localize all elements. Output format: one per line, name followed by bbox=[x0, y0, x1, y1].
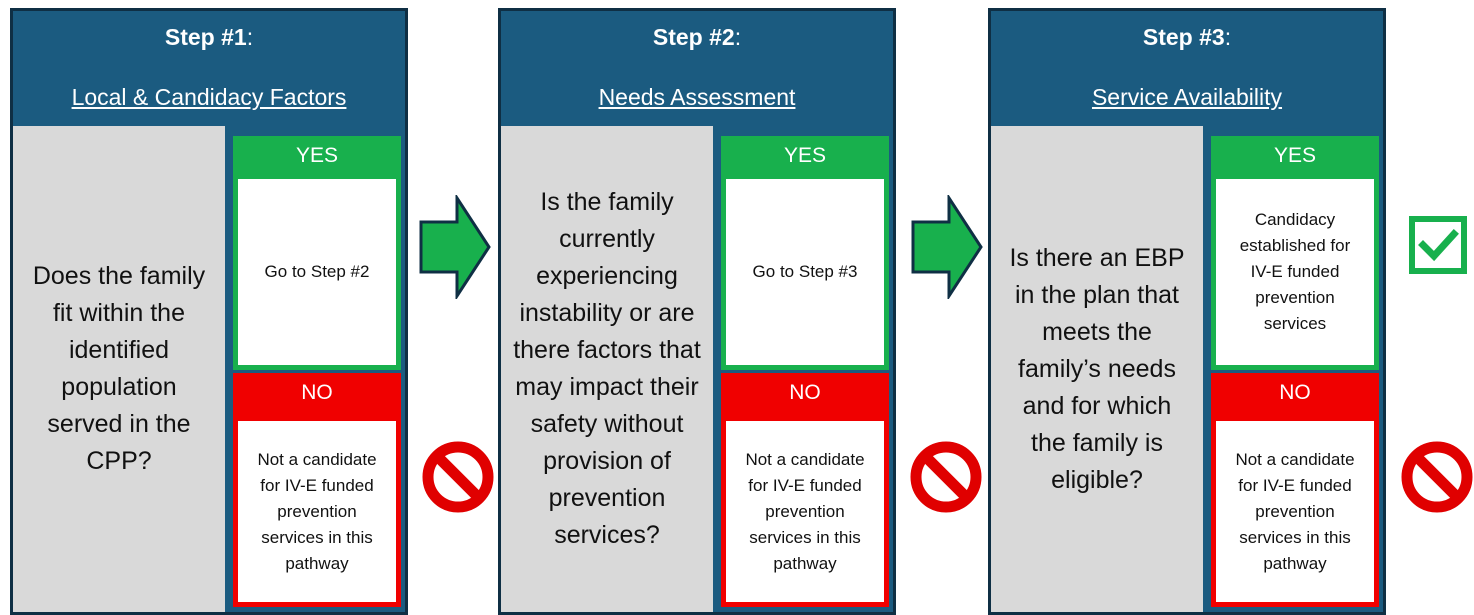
no-branch: NO Not a candidate for IV-E funded preve… bbox=[721, 373, 889, 607]
step-1-panel: Step #1: Local & Candidacy Factors Does … bbox=[10, 8, 408, 615]
no-label: NO bbox=[789, 381, 821, 404]
yes-branch: YES Candidacy established for IV-E funde… bbox=[1211, 136, 1379, 370]
step-header: Step #3: Service Availability bbox=[991, 11, 1383, 126]
no-outcome: Not a candidate for IV-E funded preventi… bbox=[1216, 421, 1374, 602]
step-3-panel: Step #3: Service Availability Is there a… bbox=[988, 8, 1386, 615]
step-subtitle: Needs Assessment bbox=[598, 84, 796, 110]
no-entry-icon bbox=[910, 441, 982, 513]
yes-outcome: Candidacy established for IV-E funded pr… bbox=[1216, 179, 1374, 365]
step-subtitle: Local & Candidacy Factors bbox=[71, 84, 347, 110]
right-arrow-icon bbox=[419, 195, 491, 299]
yes-branch: YES Go to Step #3 bbox=[721, 136, 889, 370]
step-title: Step #2: bbox=[652, 24, 742, 50]
yes-branch: YES Go to Step #2 bbox=[233, 136, 401, 370]
no-outcome: Not a candidate for IV-E funded preventi… bbox=[726, 421, 884, 602]
yes-label: YES bbox=[1273, 144, 1317, 167]
step-header: Step #2: Needs Assessment bbox=[501, 11, 893, 126]
step-header: Step #1: Local & Candidacy Factors bbox=[13, 11, 405, 126]
right-arrow-icon bbox=[911, 195, 983, 299]
no-entry-icon bbox=[1401, 441, 1473, 513]
step-question: Is the family currently experiencing ins… bbox=[501, 126, 713, 612]
step-title: Step #3: bbox=[1142, 24, 1232, 50]
no-outcome: Not a candidate for IV-E funded preventi… bbox=[238, 421, 396, 602]
step-question: Does the family fit within the identifie… bbox=[13, 126, 225, 612]
yes-outcome: Go to Step #3 bbox=[726, 179, 884, 365]
yes-outcome: Go to Step #2 bbox=[238, 179, 396, 365]
yes-label: YES bbox=[295, 144, 339, 167]
step-2-panel: Step #2: Needs Assessment Is the family … bbox=[498, 8, 896, 615]
no-entry-icon bbox=[422, 441, 494, 513]
step-question: Is there an EBP in the plan that meets t… bbox=[991, 126, 1203, 612]
checkmark-icon bbox=[1409, 216, 1467, 274]
step-title: Step #1: bbox=[164, 24, 254, 50]
no-branch: NO Not a candidate for IV-E funded preve… bbox=[1211, 373, 1379, 607]
no-label: NO bbox=[1279, 381, 1311, 404]
no-label: NO bbox=[301, 381, 333, 404]
step-subtitle: Service Availability bbox=[1091, 84, 1283, 110]
yes-label: YES bbox=[783, 144, 827, 167]
no-branch: NO Not a candidate for IV-E funded preve… bbox=[233, 373, 401, 607]
